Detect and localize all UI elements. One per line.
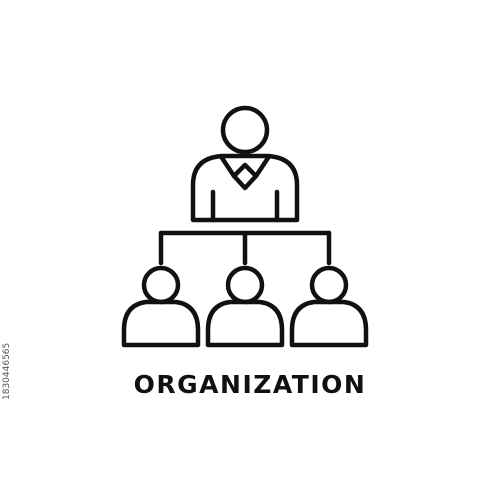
team-member-right-icon xyxy=(289,265,369,348)
manager-tie-line xyxy=(231,173,259,191)
member-center-body xyxy=(205,299,285,348)
member-center-head xyxy=(225,265,265,305)
stock-id-text: 1830446565 xyxy=(2,342,12,400)
member-left-body xyxy=(121,299,201,348)
manager-collar xyxy=(219,155,271,179)
caption-title: ORGANIZATION xyxy=(133,370,367,399)
member-right-body xyxy=(289,299,369,348)
hierarchy-connectors xyxy=(158,230,332,266)
member-right-head xyxy=(309,265,349,305)
team-member-left-icon xyxy=(121,265,201,348)
stock-id-watermark: 1830446565 xyxy=(2,300,16,500)
manager-person-icon xyxy=(190,105,300,223)
team-member-center-icon xyxy=(205,265,285,348)
member-left-head xyxy=(141,265,181,305)
manager-head xyxy=(220,105,270,155)
